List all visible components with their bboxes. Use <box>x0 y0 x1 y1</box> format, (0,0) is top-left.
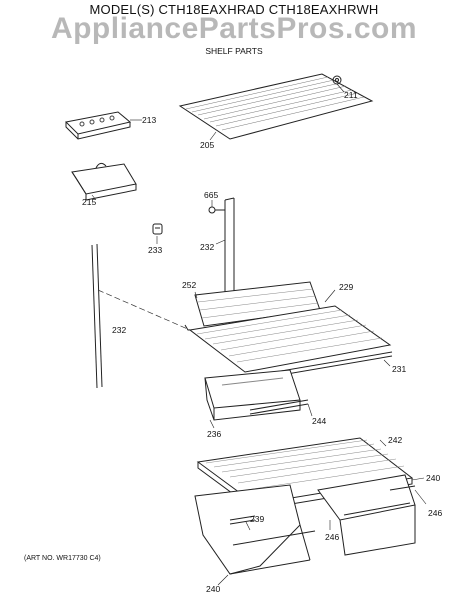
divider-239 <box>229 515 256 525</box>
pan-front-244 <box>249 399 309 415</box>
callout-240-left: 240 <box>206 584 220 594</box>
dairy-bin-215 <box>71 162 137 201</box>
art-number: (ART NO. WR17730 C4) <box>24 555 101 562</box>
callout-242: 242 <box>388 435 402 445</box>
callout-215: 215 <box>82 197 96 207</box>
crisper-pan-240-right <box>317 474 416 556</box>
wire-shelf-205 <box>178 73 374 140</box>
egg-rack-213 <box>64 111 132 140</box>
callout-239: 239 <box>250 514 264 524</box>
section-subtitle: SHELF PARTS <box>205 46 263 56</box>
callout-233: 233 <box>148 245 162 255</box>
callout-665: 665 <box>204 190 218 200</box>
crisper-pan-240-left <box>194 484 316 575</box>
meat-pan-236 <box>204 369 301 421</box>
callout-252: 252 <box>182 280 196 290</box>
callout-205: 205 <box>200 140 214 150</box>
callout-236: 236 <box>207 429 221 439</box>
callout-244: 244 <box>312 416 326 426</box>
callout-213: 213 <box>142 115 156 125</box>
callout-240-right: 240 <box>426 473 440 483</box>
cam-233 <box>152 223 163 235</box>
model-title: MODEL(S) CTH18EAXHRAD CTH18EAXHRWH <box>89 2 379 17</box>
pan-front-246-right <box>389 485 416 491</box>
watermark: AppliancePartsPros.com <box>50 12 418 45</box>
callout-229: 229 <box>339 282 353 292</box>
callout-246-left: 246 <box>325 532 339 542</box>
callout-231: 231 <box>392 364 406 374</box>
callout-211: 211 <box>344 90 358 100</box>
callout-232-upright: 232 <box>200 242 214 252</box>
shelf-frame-229 <box>184 305 392 373</box>
callout-232-rail: 232 <box>112 325 126 335</box>
callout-246-right: 246 <box>428 508 442 518</box>
support-rail-232 <box>91 243 103 389</box>
